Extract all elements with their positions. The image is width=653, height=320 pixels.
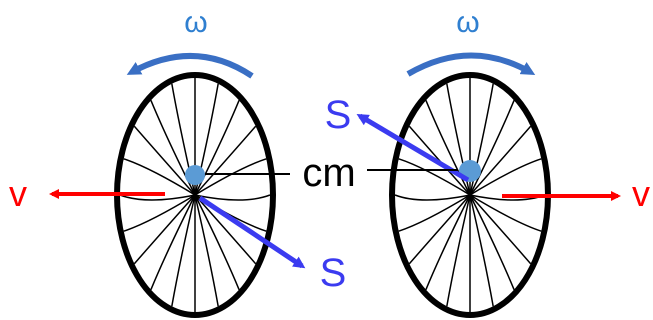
left-wheel xyxy=(49,53,306,318)
wheel-spoke xyxy=(408,194,471,265)
wheel-spoke xyxy=(469,158,542,196)
wheel-spoke xyxy=(469,194,494,307)
wheel-spoke xyxy=(119,194,196,201)
wheel-spoke xyxy=(194,194,271,201)
wheel-spoke xyxy=(398,158,471,196)
wheel-spoke xyxy=(123,194,196,232)
wheel-spoke xyxy=(194,125,257,196)
right-spin-label: S xyxy=(325,93,352,137)
wheel-spoke xyxy=(171,194,196,307)
wheel-spoke xyxy=(469,100,515,196)
wheel-spoke xyxy=(133,125,196,196)
wheel-spoke xyxy=(425,194,471,290)
wheel-spoke xyxy=(469,194,515,290)
wheel-spoke xyxy=(469,194,542,232)
wheel-spoke xyxy=(408,125,471,196)
wheel-spoke xyxy=(469,194,532,265)
wheel-spoke xyxy=(194,158,267,196)
wheel-spoke xyxy=(194,100,240,196)
wheel-spoke xyxy=(150,194,196,290)
wheel-spoke xyxy=(150,100,196,196)
wheel-spoke xyxy=(194,194,219,307)
left-cm-dot xyxy=(185,165,205,185)
right-omega-label: ω xyxy=(456,6,479,39)
right-omega-arrow xyxy=(406,52,536,77)
left-omega-label: ω xyxy=(184,6,207,39)
wheel-spoke xyxy=(194,194,257,265)
wheel-spoke xyxy=(394,194,471,201)
wheel-spoke xyxy=(194,194,240,290)
wheel-spoke xyxy=(469,125,532,196)
left-spin-label: S xyxy=(320,251,347,295)
wheel-spoke xyxy=(398,194,471,232)
wheel-spoke xyxy=(133,194,196,265)
right-velocity-label: v xyxy=(632,173,650,214)
wheel-spoke xyxy=(446,194,471,307)
left-velocity-label: v xyxy=(9,173,27,214)
cm-label: cm xyxy=(302,151,355,195)
left-spin-arrow xyxy=(198,195,306,269)
wheel-spoke xyxy=(123,158,196,196)
right-wheel xyxy=(356,52,621,318)
left-omega-arrow xyxy=(126,53,254,79)
wheel-spoke xyxy=(425,100,471,196)
